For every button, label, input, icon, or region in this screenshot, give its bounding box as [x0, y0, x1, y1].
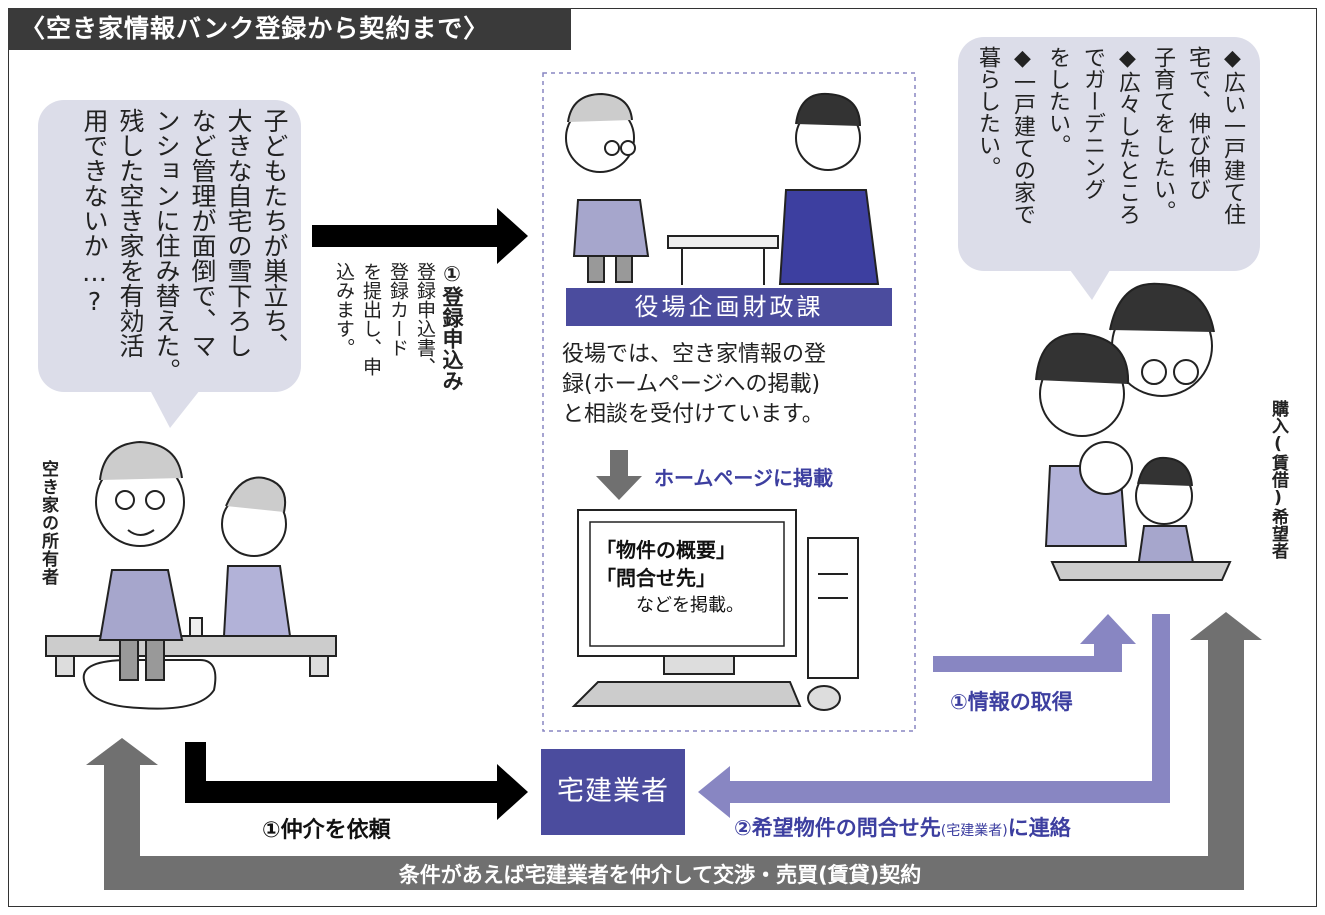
owner-bubble-line: など管理が面倒で、マ [188, 108, 217, 358]
mediation-label: ①仲介を依頼 [262, 818, 391, 843]
office-description: 役場では、空き家情報の登 録(ホームページへの掲載) と相談を受付けています。 [562, 340, 826, 430]
monitor-line: などを掲載。 [636, 595, 744, 616]
publish-down-arrow [596, 450, 642, 500]
buyer-bubble-line: ◆広い一戸建て住 [1220, 46, 1245, 225]
office-meeting-illustration [565, 92, 880, 285]
owner-bubble-text: 子どもたちが巣立ち、 大きな自宅の雪下ろし など管理が面倒で、マ ンションに住み… [50, 108, 292, 384]
contact-label-small: (宅建業者) [940, 823, 1008, 839]
contract-arrow [86, 612, 1262, 890]
buyer-bubble-line: 暮らしたい。 [975, 46, 1000, 178]
office-dashed-box [542, 72, 916, 732]
buyer-bubble-line: でガーデニング [1080, 46, 1105, 200]
buyer-label: 購入(賃借)希望者 [1268, 400, 1288, 559]
contact-label: ②希望物件の問合せ先(宅建業者)に連絡 [734, 812, 1071, 842]
registration-arrow [312, 208, 528, 264]
owner-bubble-line: 大きな自宅の雪下ろし [224, 108, 253, 358]
buyer-family-illustration [1035, 282, 1232, 581]
monitor-line: 「物件の概要」 [596, 538, 736, 562]
info-arrow [933, 614, 1136, 672]
registration-line: 登録カード [387, 262, 409, 357]
diagram-title: 〈空き家情報バンク登録から契約まで〉 [8, 8, 571, 50]
monitor-line: 「問合せ先」 [596, 566, 716, 590]
owner-speech-bubble [38, 100, 301, 392]
owner-bubble-line: ンションに住み替えた。 [152, 108, 181, 383]
contact-label-end: に連絡 [1007, 816, 1071, 840]
buyer-bubble-line: 宅で、伸び伸び [1185, 46, 1210, 200]
registration-heading: ①登録申込み [440, 262, 464, 391]
diagram-frame [8, 8, 1317, 907]
office-desc-line: 録(ホームページへの掲載) [562, 372, 821, 397]
registration-text: ①登録申込み 登録申込書、 登録カード を提出し、申 込みます。 [330, 262, 465, 462]
info-get-label: ①情報の取得 [950, 690, 1073, 714]
mediation-arrow [185, 742, 528, 820]
buyer-bubble-line: をしたい。 [1045, 46, 1070, 156]
registration-line: 込みます。 [333, 262, 355, 357]
registration-line: を提出し、申 [360, 262, 382, 376]
owner-label: 空き家の所有者 [38, 460, 58, 586]
office-desc-line: と相談を受付けています。 [562, 402, 824, 427]
buyer-speech-bubble [958, 37, 1260, 271]
owner-couple-illustration [45, 440, 337, 710]
registration-line: 登録申込書、 [414, 262, 436, 376]
contract-label: 条件があえば宅建業者を仲介して交渉・売買(賃貸)契約 [398, 863, 922, 887]
buyer-bubble-line: ◆広々したところ [1115, 46, 1140, 225]
owner-bubble-line: 残した空き家を有効活 [116, 108, 145, 358]
realtor-box: 宅建業者 [541, 749, 685, 835]
computer-illustration [571, 509, 859, 711]
contact-label-main: ②希望物件の問合せ先 [734, 816, 941, 840]
buyer-bubble-text: ◆広い一戸建て住 宅で、伸び伸び 子育てをしたい。 ◆広々したところ でガーデニ… [968, 46, 1250, 264]
buyer-bubble-line: 子育てをしたい。 [1150, 46, 1175, 222]
owner-bubble-line: 用できないか…? [80, 108, 109, 316]
buyer-bubble-line: ◆一戸建ての家で [1010, 46, 1035, 225]
office-desc-line: 役場では、空き家情報の登 [562, 342, 827, 367]
publish-label: ホームページに掲載 [654, 466, 833, 490]
monitor-text: 「物件の概要」 「問合せ先」 などを掲載。 [596, 536, 744, 620]
office-label: 役場企画財政課 [566, 288, 892, 326]
owner-bubble-line: 子どもたちが巣立ち、 [260, 108, 289, 358]
contact-arrow [698, 614, 1170, 818]
